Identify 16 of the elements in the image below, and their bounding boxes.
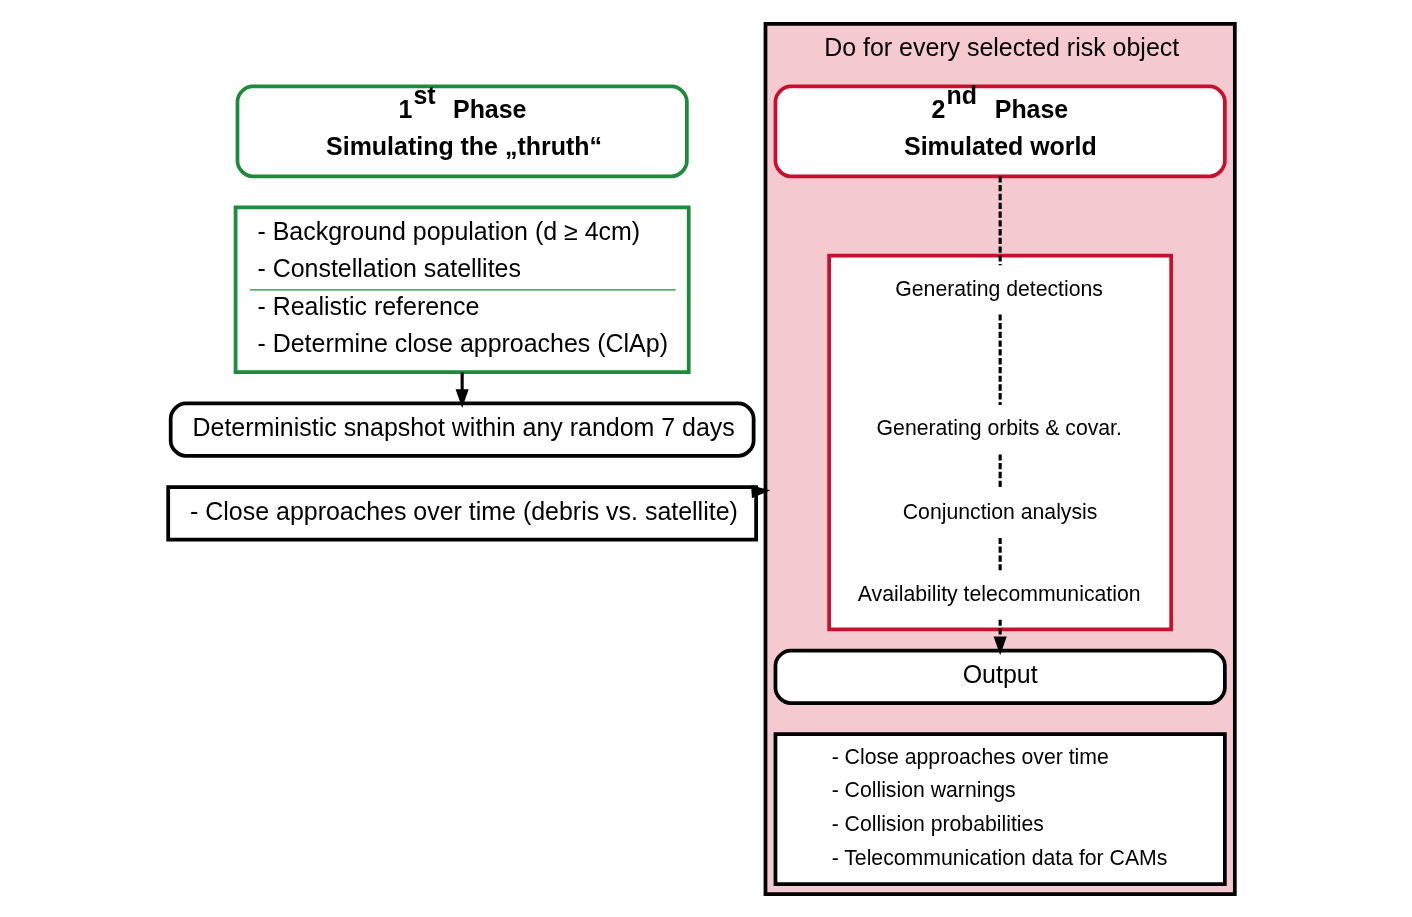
node-box: - Close approaches over time - Collision warnings - Collision probabilities - Telecommunication data for CAMs xyxy=(773,731,1227,886)
node-box: - Background population (d ≥ 4cm) - Constellation satellites - Realistic reference - Determine close approaches (ClAp) xyxy=(233,205,691,374)
node-box: Output xyxy=(773,648,1227,705)
connector xyxy=(998,537,1002,570)
connector xyxy=(998,175,1002,265)
node-text: Availability telecommunication xyxy=(857,581,1141,605)
connector xyxy=(998,313,1002,405)
connector xyxy=(998,453,1002,489)
cluster xyxy=(826,253,1173,631)
arrow xyxy=(455,372,469,408)
node-text: Generating orbits & covar. xyxy=(876,415,1122,439)
arrow xyxy=(993,619,1007,655)
node-text: Generating detections xyxy=(894,276,1103,300)
arrow xyxy=(750,484,770,498)
node-text: Conjunction analysis xyxy=(902,499,1097,523)
node-box: Deterministic snapshot within any random 7 days xyxy=(168,401,755,458)
